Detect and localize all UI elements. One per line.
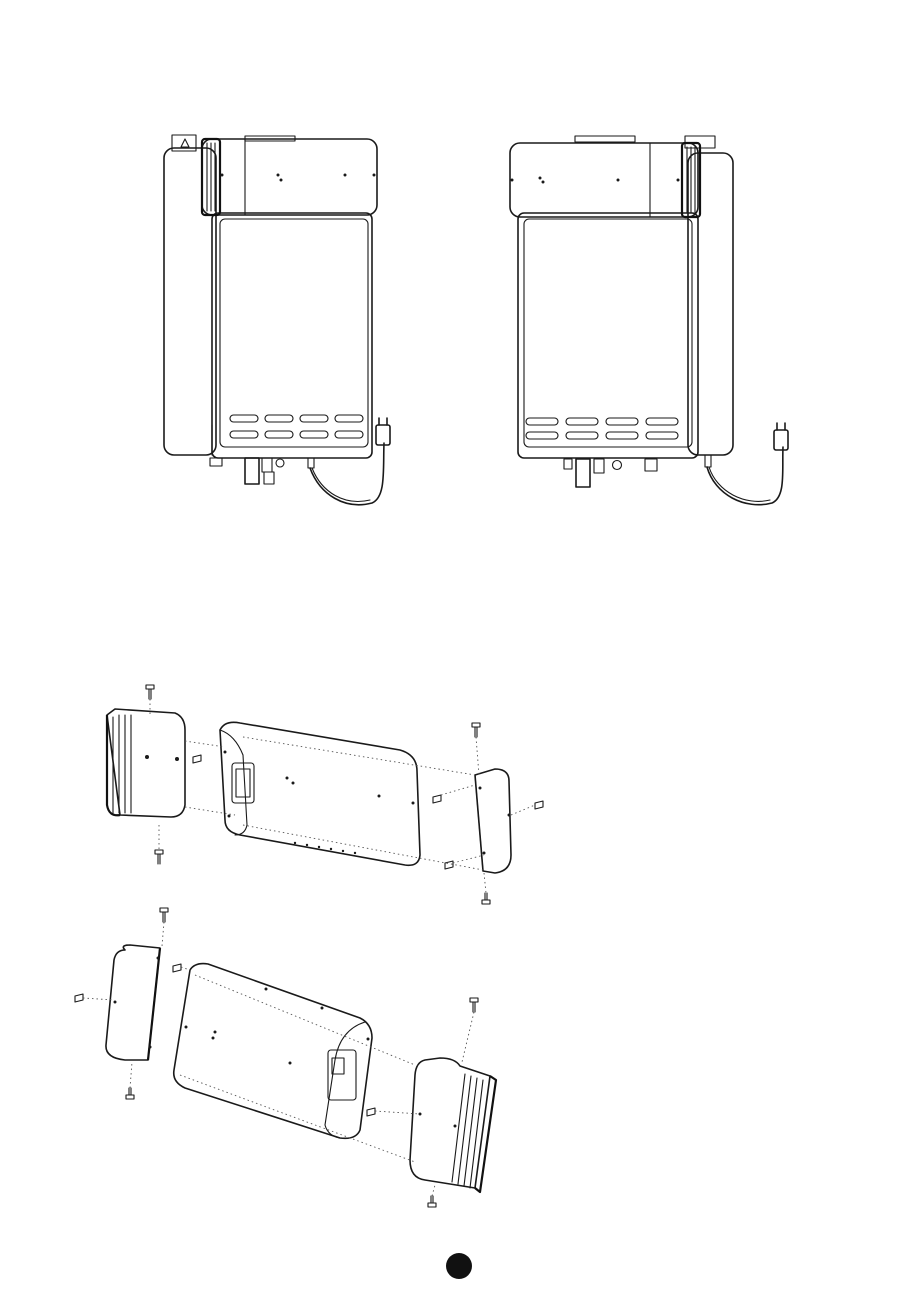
page-number-badge xyxy=(446,1253,472,1279)
page-number xyxy=(446,1253,472,1279)
unit-front-view-left xyxy=(150,125,400,525)
unit-front-view-right xyxy=(500,125,810,525)
exploded-view-top xyxy=(95,675,555,915)
exploded-view-bottom xyxy=(70,900,520,1230)
